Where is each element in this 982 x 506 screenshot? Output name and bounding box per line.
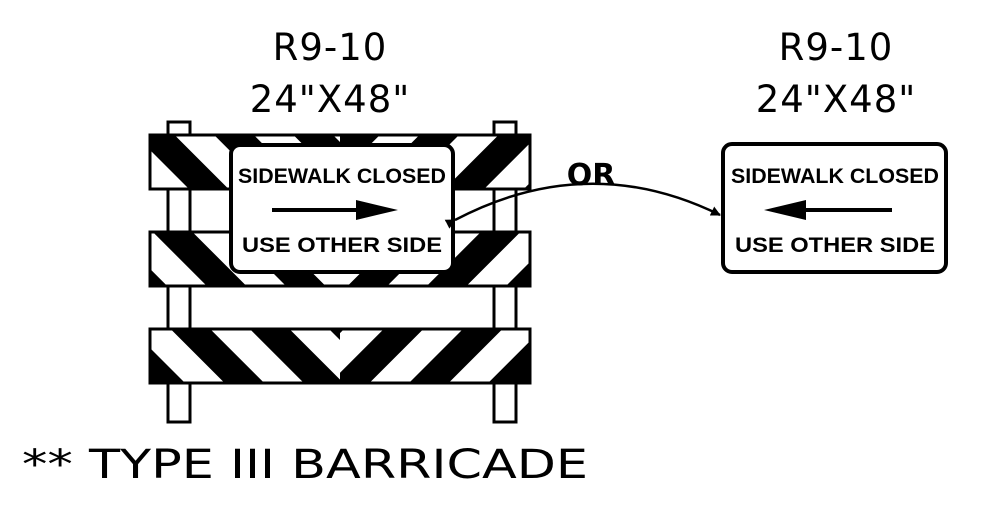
left-sign-line1: SIDEWALK CLOSED — [238, 165, 446, 188]
right-sign-line2: USE OTHER SIDE — [735, 234, 935, 257]
right-sign-line1: SIDEWALK CLOSED — [731, 165, 939, 188]
arrow-left-icon — [764, 200, 892, 220]
right-sign-size: 24"X48" — [756, 78, 917, 121]
caption: ** TYPE III BARRICADE — [22, 442, 588, 488]
left-sign-size: 24"X48" — [250, 78, 411, 121]
right-sign: SIDEWALK CLOSED USE OTHER SIDE — [721, 142, 948, 274]
left-sign-code: R9-10 — [273, 26, 388, 69]
arrow-right-icon — [272, 200, 398, 220]
left-sign: SIDEWALK CLOSED USE OTHER SIDE — [229, 143, 455, 274]
double-arrow-icon — [444, 182, 721, 229]
right-sign-label: R9-10 24"X48" — [756, 26, 917, 121]
or-label: OR — [567, 158, 616, 193]
left-sign-line2: USE OTHER SIDE — [242, 234, 442, 257]
right-sign-code: R9-10 — [779, 26, 894, 69]
left-sign-label: R9-10 24"X48" — [250, 26, 411, 121]
or-connector: OR — [444, 158, 721, 229]
